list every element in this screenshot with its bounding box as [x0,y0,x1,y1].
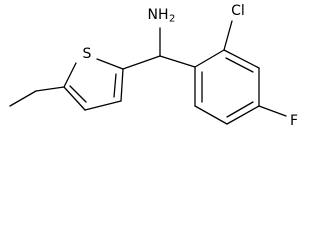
bond-c4-c5 [226,105,260,125]
bond-c2-c3 [223,49,260,69]
bond-c2-c3-inner [225,57,254,73]
bond-central-phenyl [159,55,196,68]
benzene-ring [194,49,260,125]
bond-c1-c2 [194,49,225,68]
bond-c4-c5-inner [69,85,87,103]
bond-c2-c3-inner [113,73,117,98]
chemical-structure-diagram: S NH 2 Cl F [9,3,298,129]
amine-nh-label: NH [148,7,169,23]
amine-label: NH 2 [148,7,176,25]
central-carbon-bonds [122,27,196,70]
bond-c2-c3 [120,68,124,102]
bond-c4-c5 [63,86,86,111]
bond-s-c2 [96,58,124,70]
bond-c4-c5-inner [226,101,254,118]
bond-methyl-methylene [9,90,37,107]
bond-thiophene-central [122,55,161,70]
bond-ring-chlorine [223,20,233,51]
chlorine-label: Cl [231,3,245,19]
fluorine-label: F [290,113,298,129]
bond-methylene-thiophene [35,86,65,92]
sulfur-label: S [83,46,92,62]
amine-subscript-label: 2 [169,14,175,25]
bond-ring-fluorine [258,105,287,117]
bond-c5-s [63,62,77,88]
ethyl-group [9,86,65,107]
bond-c3-c4 [84,100,122,111]
bond-c5-c6 [194,105,228,125]
thiophene-ring [63,58,124,111]
